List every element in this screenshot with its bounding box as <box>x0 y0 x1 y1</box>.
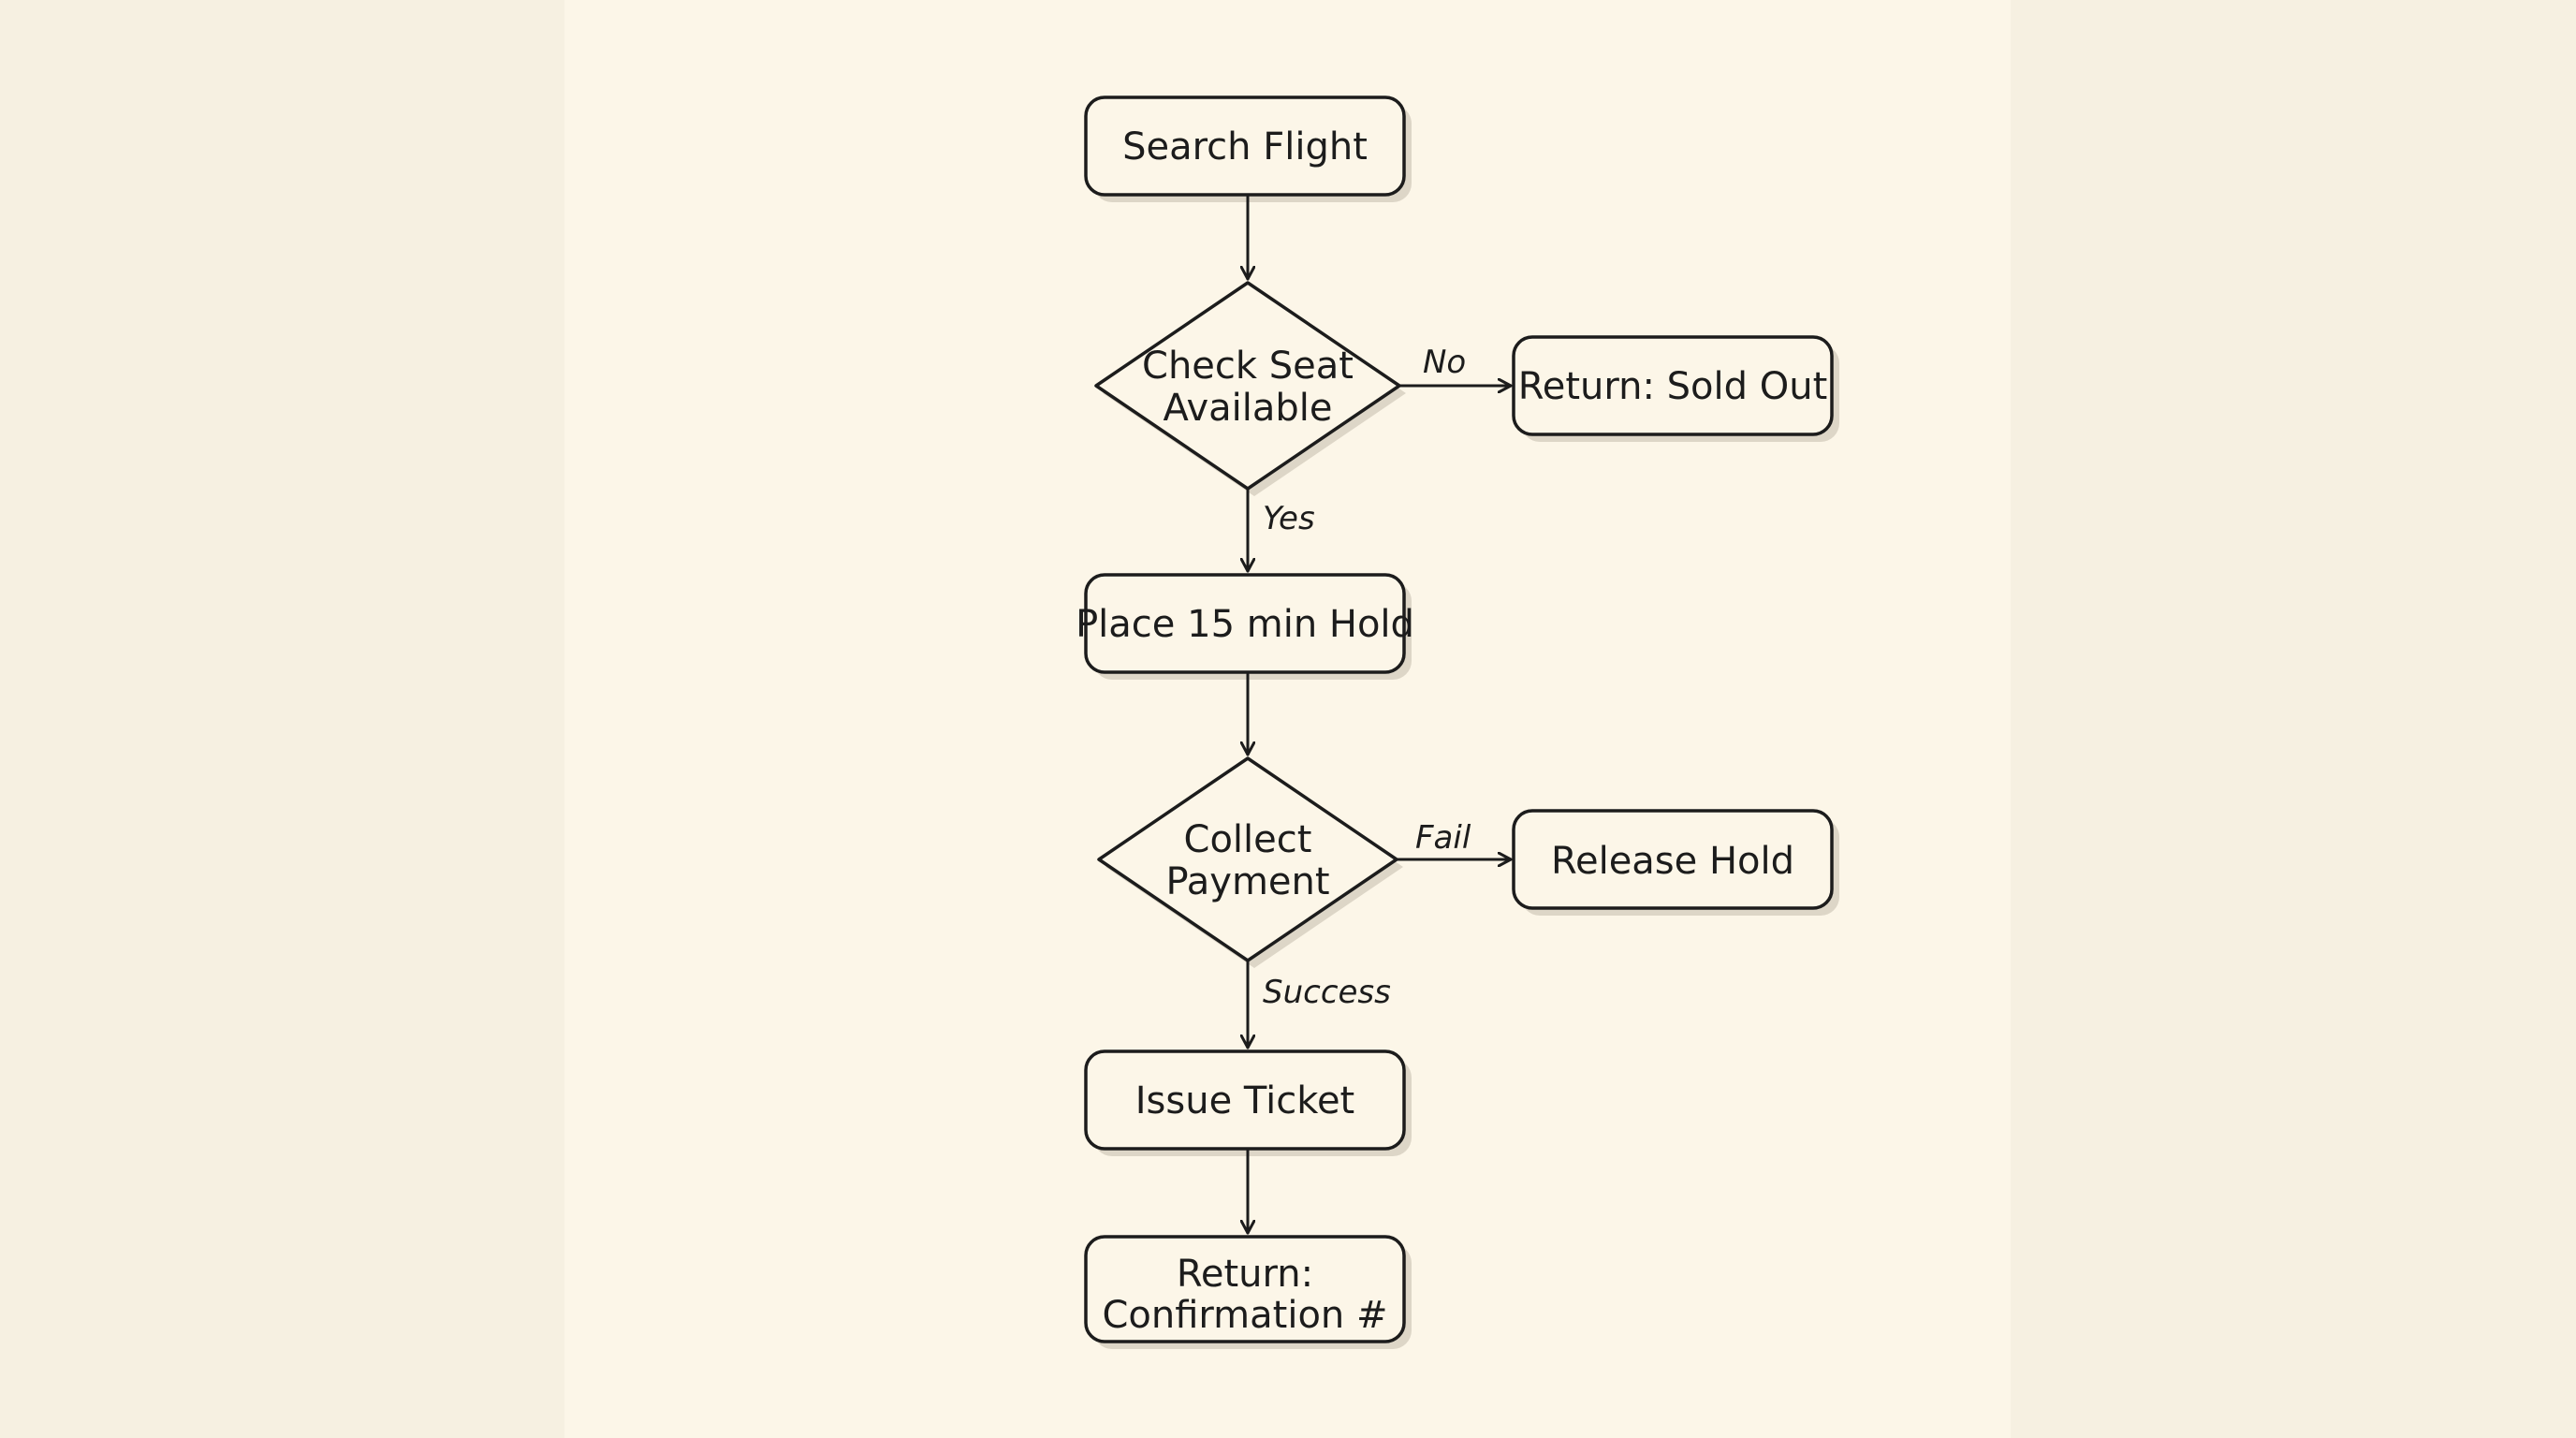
node-return-confirmation: Return: Confirmation # <box>1084 1235 1412 1349</box>
edge-label-no: No <box>1423 344 1466 381</box>
node-place-hold: Place 15 min Hold <box>1076 573 1414 680</box>
node-label: Issue Ticket <box>1135 1079 1355 1123</box>
edge-label-fail: Fail <box>1415 819 1471 857</box>
node-label-line-1: Return: <box>1177 1253 1313 1296</box>
edge-label-yes: Yes <box>1263 500 1315 537</box>
node-release-hold: Release Hold <box>1512 809 1839 916</box>
decision-label-line-1: Check Seat <box>1142 345 1354 388</box>
decision-label-line-1: Collect <box>1184 818 1312 861</box>
node-search-flight: Search Flight <box>1084 95 1412 202</box>
node-label: Return: Sold Out <box>1518 365 1828 408</box>
paper-sheet <box>564 0 2011 1438</box>
edges <box>1248 195 1513 1235</box>
node-label: Release Hold <box>1551 840 1794 883</box>
decision-label-line-2: Available <box>1163 387 1332 430</box>
node-label-line-2: Confirmation # <box>1102 1294 1387 1337</box>
node-label: Place 15 min Hold <box>1076 603 1414 646</box>
decision-collect-payment: Collect Payment <box>1097 756 1403 968</box>
node-label: Search Flight <box>1122 125 1368 169</box>
edge-label-success: Success <box>1263 974 1391 1011</box>
node-issue-ticket: Issue Ticket <box>1084 1049 1412 1156</box>
decision-label-line-2: Payment <box>1165 860 1329 903</box>
decision-check-seat-available: Check Seat Available <box>1094 281 1406 496</box>
node-return-sold-out: Return: Sold Out <box>1512 335 1839 442</box>
